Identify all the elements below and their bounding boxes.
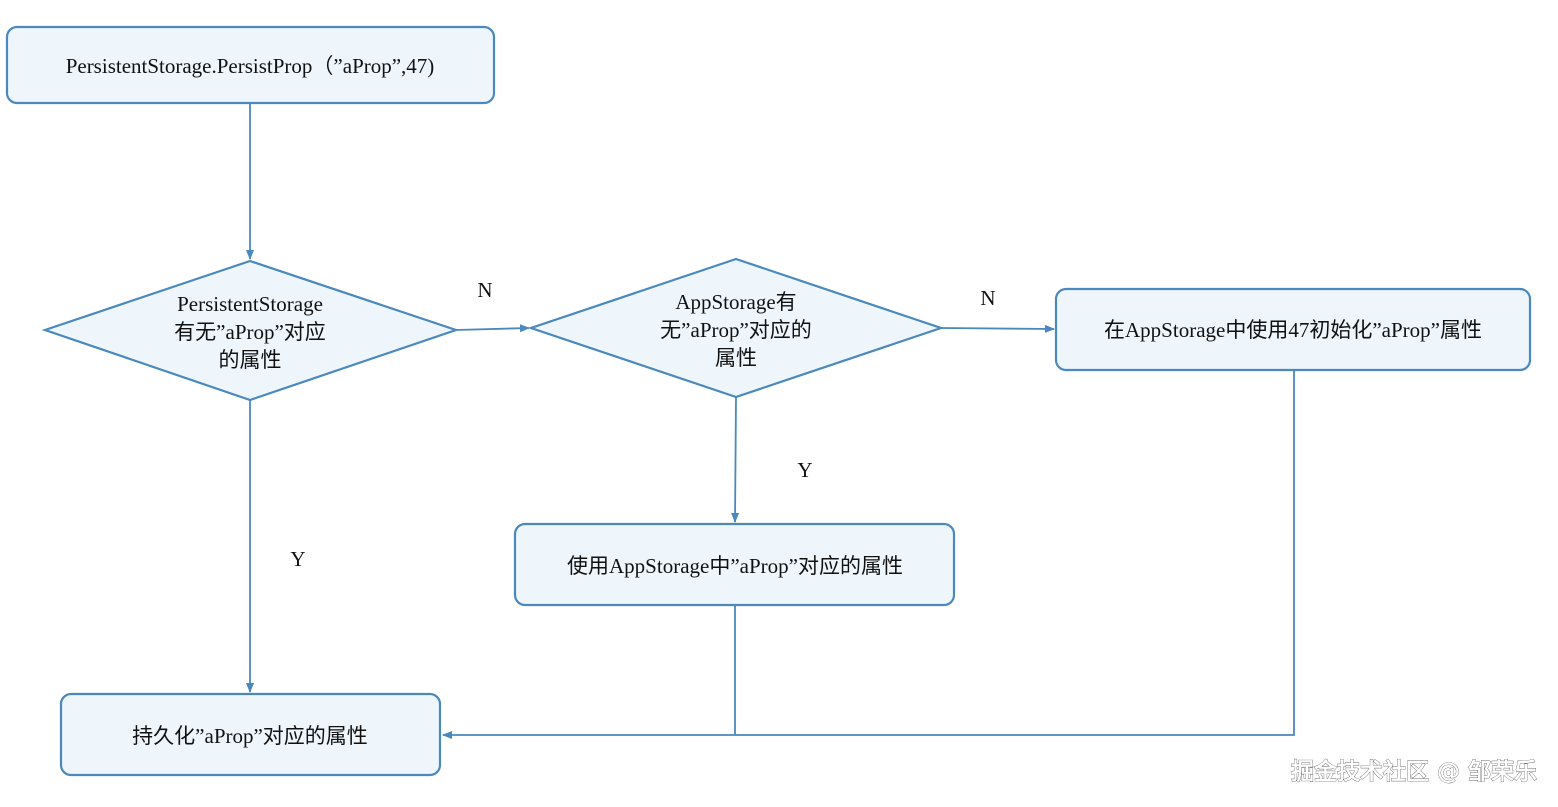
edge-label-persistent-no: N [477, 278, 492, 302]
decision-appstorage-line-3: 属性 [715, 346, 757, 370]
decision-persistent-line-1: PersistentStorage [177, 292, 323, 316]
edge-appstorage-yes-to-use-appstorage [731, 396, 740, 523]
edge-label-appstorage-no: N [980, 286, 995, 310]
edge-label-appstorage-yes: Y [797, 458, 812, 482]
edges [246, 103, 1295, 739]
node-use-appstorage: 使用AppStorage中”aProp”对应的属性 [513, 522, 956, 607]
edge-persistent-no-to-decision-appstorage [455, 324, 530, 333]
node-decision-persistent: PersistentStorage 有无”aProp”对应 的属性 [41, 259, 460, 402]
node-persist-prop: 持久化”aProp”对应的属性 [59, 692, 442, 777]
node-persist-prop-label: 持久化”aProp”对应的属性 [132, 724, 368, 748]
decision-persistent-line-2: 有无”aProp”对应 [174, 320, 326, 344]
edge-appstorage-no-to-init-appstorage [940, 324, 1055, 333]
node-decision-appstorage: AppStorage有 无”aProp”对应的 属性 [527, 257, 945, 399]
decision-persistent-line-3: 的属性 [219, 348, 282, 372]
edge-label-persistent-yes: Y [290, 547, 305, 571]
node-start-label: PersistentStorage.PersistProp（”aProp”,47… [66, 54, 435, 78]
watermark: 掘金技术社区 @ 邹荣乐 [1291, 758, 1537, 785]
node-use-appstorage-label: 使用AppStorage中”aProp”对应的属性 [567, 554, 903, 578]
node-init-appstorage-label: 在AppStorage中使用47初始化”aProp”属性 [1104, 318, 1482, 342]
decision-appstorage-line-2: 无”aProp”对应的 [660, 318, 812, 342]
edge-init-appstorage-to-persist-prop [442, 370, 1295, 739]
node-init-appstorage: 在AppStorage中使用47初始化”aProp”属性 [1054, 287, 1532, 372]
node-start: PersistentStorage.PersistProp（”aProp”,47… [5, 25, 496, 105]
decision-appstorage-line-1: AppStorage有 [675, 290, 796, 314]
